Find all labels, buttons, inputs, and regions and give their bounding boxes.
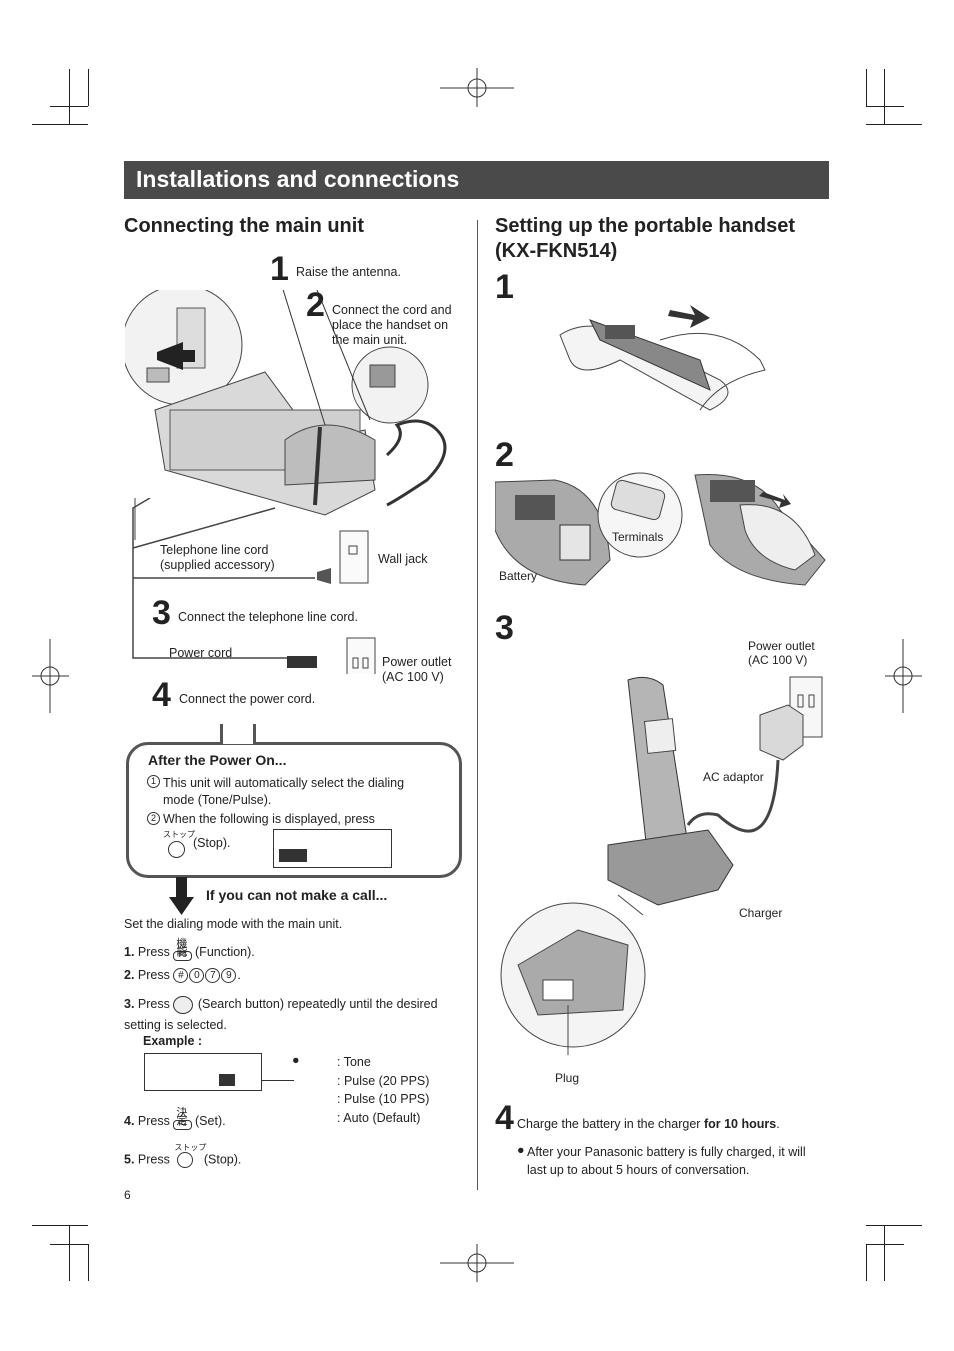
telephone-line-cord-label: Telephone line cord (supplied accessory) bbox=[160, 543, 275, 572]
charger-power-outlet-label: Power outlet (AC 100 V) bbox=[748, 639, 815, 667]
power-cord-label: Power cord bbox=[169, 646, 233, 660]
plug-label: Plug bbox=[555, 1071, 580, 1085]
crop-mark bbox=[50, 1244, 88, 1245]
crop-mark bbox=[866, 1244, 904, 1245]
after-power-item-2: When the following is displayed, press bbox=[163, 812, 375, 826]
left-heading: Connecting the main unit bbox=[124, 215, 364, 237]
crop-mark bbox=[866, 1244, 867, 1281]
after-power-on-callout bbox=[126, 742, 462, 878]
left-step-1-text: Raise the antenna. bbox=[296, 265, 401, 279]
cannot-call-title: If you can not make a call... bbox=[206, 887, 388, 903]
right-step-1-number: 1 bbox=[495, 268, 514, 306]
left-step-2-text: Connect the cord and place the handset o… bbox=[332, 303, 452, 347]
after-power-item-2-number: 2 bbox=[147, 811, 164, 826]
crop-mark bbox=[69, 69, 70, 124]
wall-jack-label: Wall jack bbox=[378, 552, 428, 566]
ac-adaptor-label: AC adaptor bbox=[703, 770, 764, 784]
after-power-item-1-number: 1 bbox=[147, 774, 164, 789]
cannot-call-step-5: 5. Press ストップ (Stop). bbox=[124, 1143, 242, 1168]
right-step-4-note: After your Panasonic battery is fully ch… bbox=[527, 1145, 806, 1177]
mode-options: : Tone : Pulse (20 PPS) : Pulse (10 PPS)… bbox=[337, 1055, 430, 1125]
crop-mark bbox=[88, 1244, 89, 1281]
crop-mark bbox=[884, 69, 885, 124]
left-step-1-number: 1 bbox=[270, 250, 289, 288]
option-bullet: ● bbox=[292, 1053, 300, 1067]
left-step-3-text: Connect the telephone line cord. bbox=[178, 610, 358, 624]
handset-open-illustration bbox=[559, 305, 766, 411]
search-button-icon bbox=[173, 995, 194, 1014]
crop-mark bbox=[88, 69, 89, 106]
crop-mark bbox=[866, 1225, 922, 1226]
charger-illustration bbox=[500, 676, 823, 1055]
crop-mark bbox=[32, 1225, 88, 1226]
stop-label: (Stop). bbox=[193, 836, 231, 850]
after-power-item-1: This unit will automatically select the … bbox=[163, 776, 405, 807]
example-pointer-line bbox=[261, 1080, 294, 1081]
charger-label: Charger bbox=[739, 906, 783, 920]
lcd-display bbox=[273, 829, 392, 868]
right-heading: Setting up the portable handset (KX-FKN5… bbox=[495, 215, 796, 262]
crop-mark bbox=[884, 1225, 885, 1281]
cord-lines bbox=[132, 498, 376, 674]
column-divider bbox=[477, 220, 478, 1190]
example-lcd bbox=[144, 1053, 262, 1091]
section-banner: Installations and connections bbox=[124, 161, 829, 199]
right-step-4-bullet: ● bbox=[517, 1143, 525, 1157]
down-arrow-icon bbox=[169, 877, 194, 915]
crop-mark bbox=[866, 69, 867, 106]
after-power-title: After the Power On... bbox=[148, 752, 287, 768]
cannot-call-step-3: 3. Press (Search button) repeatedly unti… bbox=[124, 995, 438, 1032]
crop-mark bbox=[69, 1225, 70, 1281]
crop-mark bbox=[866, 106, 904, 107]
left-step-3-number: 3 bbox=[152, 594, 171, 632]
right-step-4-text: Charge the battery in the charger for 10… bbox=[517, 1117, 780, 1131]
stop-button-icon bbox=[168, 841, 185, 858]
crop-mark bbox=[32, 124, 88, 125]
right-step-3-number: 3 bbox=[495, 609, 514, 647]
example-label: Example : bbox=[143, 1034, 203, 1048]
power-outlet-label: Power outlet (AC 100 V) bbox=[382, 655, 452, 684]
main-unit-illustration bbox=[125, 290, 447, 540]
terminals-label: Terminals bbox=[612, 530, 664, 544]
crop-mark bbox=[866, 124, 922, 125]
crop-mark bbox=[50, 106, 88, 107]
left-step-4-number: 4 bbox=[152, 676, 171, 714]
battery-install-illustration bbox=[495, 472, 826, 586]
cannot-call-intro: Set the dialing mode with the main unit. bbox=[124, 917, 343, 931]
stop-key-caption: ストップ bbox=[163, 830, 195, 839]
callout-pointer bbox=[220, 724, 256, 744]
banner-title: Installations and connections bbox=[136, 166, 460, 192]
page-number: 6 bbox=[124, 1188, 131, 1202]
right-step-2-number: 2 bbox=[495, 436, 514, 474]
left-step-4-text: Connect the power cord. bbox=[179, 692, 316, 706]
left-step-2-number: 2 bbox=[306, 286, 325, 324]
battery-label: Battery bbox=[499, 569, 538, 583]
right-step-4-number: 4 bbox=[495, 1099, 514, 1137]
